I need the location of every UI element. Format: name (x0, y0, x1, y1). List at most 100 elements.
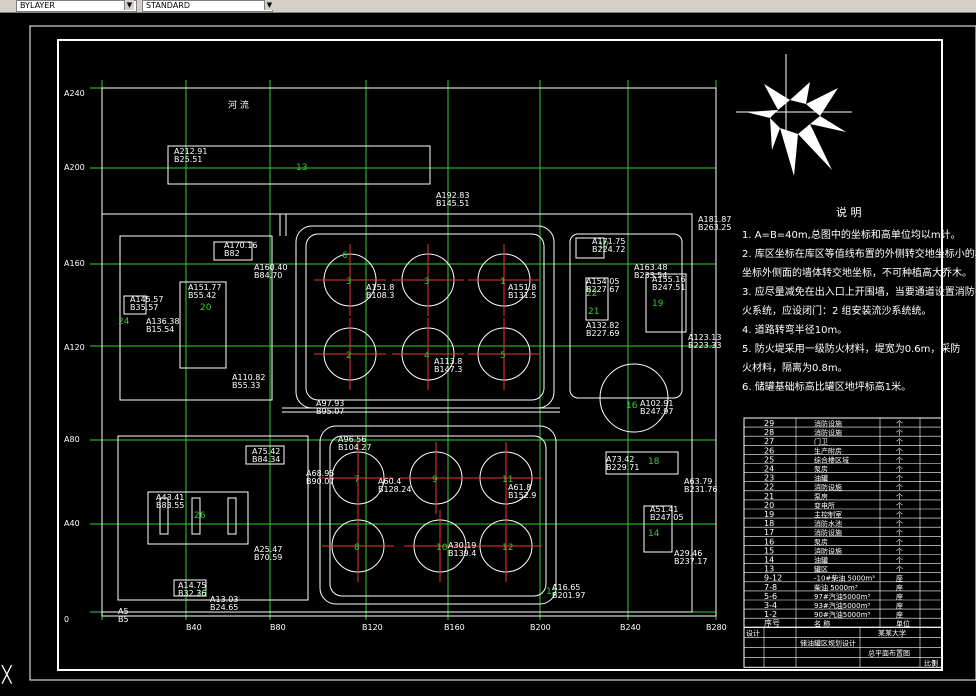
layer-combo-arrow-icon[interactable]: ▼ (124, 0, 134, 10)
table-cell-index: 7-8 (764, 583, 777, 592)
coord-tag-a: A170.16 (224, 241, 257, 250)
storage-tank: 3 (392, 244, 464, 316)
table-cell-unit: 座 (896, 601, 903, 610)
tank-number: 1 (500, 277, 506, 287)
y-axis-label: 0 (64, 615, 69, 624)
table-cell-name: 消防设施 (814, 483, 842, 492)
table-cell-name: 泵房 (814, 492, 828, 501)
tank-number: 10 (436, 543, 448, 553)
table-cell-unit: 个 (896, 475, 903, 483)
title-block-text: 某某大学 (878, 628, 906, 637)
coord-tag-a: A5 (118, 607, 129, 616)
tank-number: 11 (502, 475, 513, 485)
storage-tank: 8 (322, 510, 394, 582)
toolbar: BYLAYER ▼ STANDARD ▼ (0, 0, 976, 13)
coord-tag-a: A14.75 (178, 581, 206, 590)
table-cell-name: 油罐 (814, 556, 828, 565)
coord-tag-a: A151.8 (366, 283, 394, 292)
style-combo[interactable]: STANDARD (142, 0, 273, 12)
storage-tank: 12 (470, 510, 542, 582)
y-axis-label: A120 (64, 343, 85, 352)
table-cell-name: 罐区 (814, 565, 828, 574)
zone-number: 22 (586, 289, 597, 299)
coord-tag-a: A192.83 (436, 191, 469, 200)
coord-tag-b: B229.71 (606, 463, 639, 472)
building-24 (123, 295, 147, 315)
table-cell-index: 序号 (764, 618, 780, 628)
coord-tag-b: B84.34 (252, 455, 280, 464)
coord-tag-b: B227.69 (586, 329, 619, 338)
table-cell-unit: 座 (896, 592, 903, 601)
coord-tag-b: B128.24 (378, 485, 411, 494)
table-cell-name: 柴油 5000m³ (814, 583, 858, 592)
coord-tag-b: B201.97 (552, 591, 585, 600)
title-block-text: 储油罐区规划设计 (800, 638, 856, 647)
table-cell-name: -10#柴油 5000m³ (814, 574, 875, 583)
coord-tag-b: B104.27 (338, 443, 371, 452)
site-boundary (101, 87, 717, 617)
building-17 (575, 237, 605, 259)
tank-farm-south-dike (319, 425, 557, 605)
y-axis-label: A200 (64, 163, 85, 172)
storage-tank: 11 (470, 442, 542, 514)
x-axis-label: B40 (186, 623, 202, 632)
note-line: 4. 道路转弯半径10m。 (742, 323, 847, 336)
tank-number: 5 (500, 351, 506, 361)
table-cell-name: 93#汽油5000m³ (814, 601, 870, 610)
x-axis-label: B280 (706, 623, 727, 632)
north-arrow-icon (736, 54, 852, 176)
coord-tag-a: A212.91 (174, 147, 207, 156)
table-cell-unit: 个 (896, 520, 903, 528)
style-combo-arrow-icon[interactable]: ▼ (264, 0, 274, 10)
zone-number: 13 (296, 163, 307, 173)
coord-tag-b: B25.51 (174, 155, 202, 164)
internal-road (282, 407, 560, 413)
coord-tag-b: B147.3 (434, 365, 462, 374)
table-cell-name: 综合楼区域 (814, 455, 849, 464)
table-cell-name: 油罐 (814, 474, 828, 483)
coord-tag-b: B237.17 (674, 557, 707, 566)
coord-tag-a: A96.56 (338, 435, 366, 444)
coord-tag-b: B233.54 (634, 271, 667, 280)
coord-tag-b: B231.76 (684, 485, 717, 494)
table-cell-index: 27 (764, 437, 774, 446)
x-axis-label: B80 (270, 623, 286, 632)
auxiliary-zone (117, 435, 309, 601)
coord-tag-a: A75.42 (252, 447, 280, 456)
table-cell-index: 26 (764, 446, 774, 455)
zone-number: 23 (196, 589, 207, 599)
site-layout (101, 87, 717, 617)
storage-tank: 3 (314, 244, 386, 316)
x-axis-label: B160 (444, 623, 465, 632)
table-cell-index: 1-2 (764, 610, 777, 619)
coord-tag-b: B55.33 (232, 381, 260, 390)
coord-tag-a: A102.91 (640, 399, 673, 408)
coord-tag-a: A25.47 (254, 545, 282, 554)
note-line: 3. 应尽量减免在出入口上开围墙，当要通道设置消防 (742, 285, 975, 298)
coord-tag-a: A110.82 (232, 373, 265, 382)
coord-tag-b: B247.05 (650, 513, 683, 522)
zone-number: 26 (194, 511, 206, 521)
layer-combo[interactable]: BYLAYER (16, 0, 137, 12)
table-cell-index: 17 (764, 528, 774, 537)
coord-tag-a: A30.19 (448, 541, 476, 550)
coord-tag-a: A60.4 (378, 477, 401, 486)
coord-tag-a: A151.77 (188, 283, 221, 292)
table-cell-index: 3-4 (764, 601, 777, 610)
table-cell-index: 20 (764, 501, 774, 510)
table-cell-index: 13 (764, 565, 774, 574)
storage-tank: 2 (314, 318, 386, 390)
zone-number: 24 (118, 317, 130, 327)
x-axis-label: B240 (620, 623, 641, 632)
coord-tag-a: A13.03 (210, 595, 238, 604)
tank-number: 9 (432, 475, 438, 485)
table-cell-index: 5-6 (764, 592, 777, 601)
table-cell-index: 21 (764, 492, 774, 501)
tank-number: 4 (424, 351, 430, 361)
coord-tag-b: B82 (224, 249, 240, 258)
table-cell-unit: 个 (896, 438, 903, 446)
